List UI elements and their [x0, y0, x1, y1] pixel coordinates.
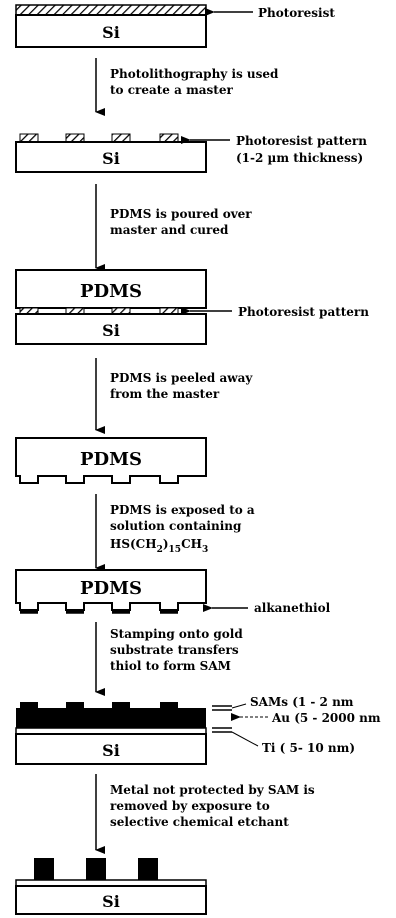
thickness-label: (1-2 µm thickness) [236, 151, 363, 165]
pdms-stamp [15, 437, 207, 484]
step-6-line-2: removed by exposure to [110, 799, 270, 813]
si-substrate [15, 313, 207, 345]
metal-feature [86, 858, 106, 880]
step-1-line-1: Photolithography is used [110, 67, 279, 81]
stage-2: Si Photoresist pattern (1-2 µm thickness… [15, 133, 367, 173]
ti-label: Ti ( 5- 10 nm) [262, 741, 355, 755]
step-4-line-2: solution containing [110, 519, 242, 533]
pdms-label: PDMS [80, 578, 142, 599]
step-3-line-2: from the master [110, 387, 220, 401]
au-label: Au (5 - 2000 nm [271, 711, 381, 725]
si-label: Si [102, 741, 120, 760]
si-substrate [15, 733, 207, 765]
step-5-line-3: thiol to form SAM [110, 659, 231, 673]
metal-feature [34, 858, 54, 880]
stage-4: PDMS [15, 437, 207, 484]
sam-feature [112, 702, 130, 708]
step-2-line-2: master and cured [110, 223, 229, 237]
photoresist-layer [15, 4, 207, 16]
pdms-label: PDMS [80, 281, 142, 302]
sam-feature [66, 702, 84, 708]
resist-feature [19, 133, 39, 143]
stage-7: Si [15, 858, 207, 915]
au-layer [16, 708, 206, 728]
pdms-layer [15, 269, 207, 309]
stage-6: Si SAMs (1 - 2 nm Au (5 - 2000 nm Ti ( 5… [15, 695, 381, 765]
step-6-line-3: selective chemical etchant [110, 815, 289, 829]
stage-5: PDMS alkanethiol [15, 569, 331, 615]
alkanethiol-label: alkanethiol [254, 601, 331, 615]
stage-3: PDMS Si Photoresist pattern [15, 269, 369, 345]
step-1-line-2: to create a master [110, 83, 233, 97]
si-substrate [15, 14, 207, 48]
sam-label: SAMs (1 - 2 nm [250, 695, 354, 709]
step-5-line-1: Stamping onto gold [110, 627, 243, 641]
si-label: Si [102, 321, 120, 340]
pdms-label: PDMS [80, 449, 142, 470]
step-6-line-1: Metal not protected by SAM is [110, 783, 315, 797]
si-label: Si [102, 149, 120, 168]
si-label: Si [102, 892, 120, 911]
pdms-stamp [15, 569, 207, 611]
stage-1: Si Photoresist [15, 4, 335, 48]
step-2-line-1: PDMS is poured over [110, 207, 252, 221]
sam-feature [20, 702, 38, 708]
step-4-line-1: PDMS is exposed to a [110, 503, 255, 517]
leader-line [231, 731, 259, 747]
step-3-line-1: PDMS is peeled away [110, 371, 253, 385]
photoresist-label: Photoresist [258, 6, 335, 20]
sam-feature [160, 702, 178, 708]
si-substrate [15, 885, 207, 915]
si-substrate [15, 141, 207, 173]
step-5-line-2: substrate transfers [110, 643, 239, 657]
leader-line [231, 703, 247, 709]
step-4-formula: HS(CH2)15CH3 [110, 537, 208, 555]
photoresist-pattern-label: Photoresist pattern [238, 305, 369, 319]
photoresist-pattern-label: Photoresist pattern [236, 134, 367, 148]
si-label: Si [102, 23, 120, 42]
resist-feature [65, 133, 85, 143]
resist-feature [159, 133, 179, 143]
resist-feature [111, 133, 131, 143]
metal-feature [138, 858, 158, 880]
